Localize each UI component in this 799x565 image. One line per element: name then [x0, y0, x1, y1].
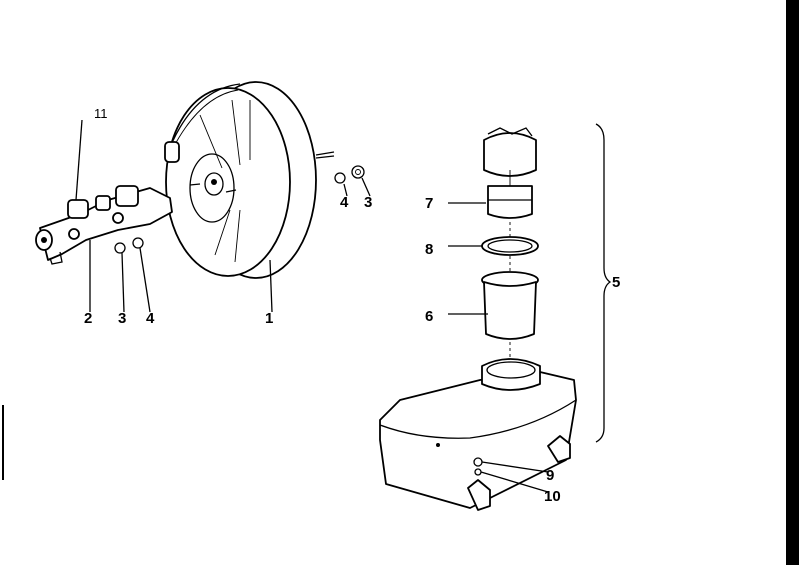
- label-part-9: 9: [546, 467, 554, 484]
- page-edge-bar: [786, 0, 799, 565]
- label-part-3-right: 3: [364, 194, 372, 211]
- reservoir-tank: [379, 358, 577, 511]
- reservoir-cap: [448, 127, 537, 219]
- label-part-11: 11: [94, 106, 108, 121]
- brake-booster: [164, 81, 335, 313]
- label-part-7: 7: [425, 195, 433, 212]
- sealing-ring: [448, 222, 539, 256]
- label-part-6: 6: [425, 308, 433, 325]
- washer-and-nut-right: [334, 165, 371, 197]
- label-part-10: 10: [544, 488, 561, 505]
- label-part-3-left: 3: [118, 310, 126, 327]
- group-bracket: [595, 123, 612, 443]
- label-part-4-left: 4: [146, 310, 155, 327]
- master-cylinder: [35, 119, 173, 313]
- label-part-8: 8: [425, 241, 433, 258]
- strainer: [448, 256, 539, 360]
- label-part-5: 5: [612, 274, 620, 291]
- label-part-1: 1: [265, 310, 273, 327]
- label-part-4-right: 4: [340, 194, 349, 211]
- label-part-2: 2: [84, 310, 92, 327]
